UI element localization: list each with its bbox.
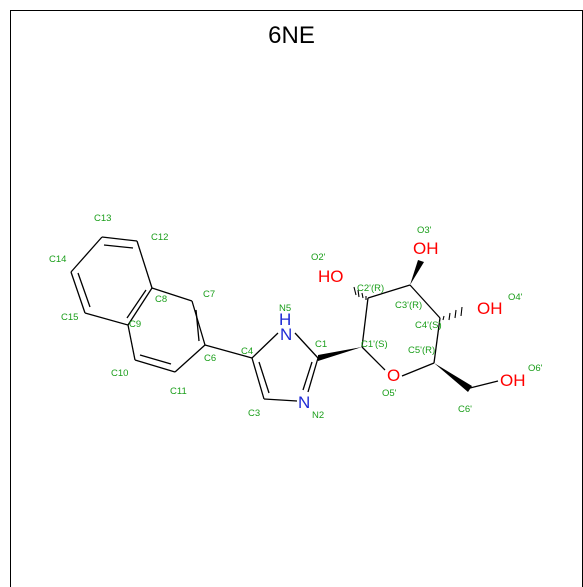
bond — [191, 300, 206, 346]
structure-frame — [10, 10, 583, 587]
ligand-title: 6NE — [268, 22, 315, 49]
label-n5: N5 — [279, 303, 291, 314]
bond — [307, 357, 319, 393]
label-c4p: C4'(S) — [415, 320, 442, 331]
bond — [251, 357, 265, 400]
bond — [84, 312, 129, 326]
bond — [101, 236, 138, 242]
bond — [361, 346, 386, 371]
bond — [127, 324, 136, 361]
label-c6: C6 — [204, 353, 216, 364]
bond — [401, 362, 435, 377]
atom-oh-c4: OH — [477, 299, 503, 318]
label-c14: C14 — [49, 254, 66, 265]
label-o6p: O6' — [528, 363, 543, 374]
bond — [77, 272, 91, 308]
atom-n5: N — [280, 325, 292, 344]
atom-oh-c6: OH — [500, 371, 526, 390]
atom-o-ring: O — [387, 366, 400, 385]
bond — [134, 359, 176, 373]
atom-h-n5: H — [279, 310, 291, 329]
bond — [294, 332, 319, 359]
label-c12: C12 — [151, 232, 168, 243]
label-c4: C4 — [241, 346, 253, 357]
bond — [127, 287, 153, 326]
bond — [195, 309, 200, 342]
wedge-bond — [434, 363, 472, 392]
bond — [469, 380, 499, 389]
stereo-bonds — [318, 260, 472, 392]
bond — [367, 284, 411, 299]
bond — [126, 289, 147, 319]
bond — [409, 284, 441, 319]
label-o5p: O5' — [382, 388, 397, 399]
label-c1p: C1'(S) — [361, 339, 388, 350]
bond — [258, 361, 270, 394]
bond — [263, 398, 298, 402]
label-o2p: O2' — [311, 252, 326, 263]
label-c9: C9 — [129, 319, 141, 330]
bond — [70, 271, 86, 314]
label-c3: C3 — [248, 408, 260, 419]
heteroatoms: HO OH OH OH O H N N — [279, 239, 526, 412]
bond — [70, 236, 103, 273]
atom-oh-c3: OH — [413, 239, 439, 258]
label-c15: C15 — [61, 312, 78, 323]
bonds — [70, 236, 499, 402]
bond — [174, 344, 206, 373]
label-c1: C1 — [315, 339, 327, 350]
atom-ho-c2: HO — [318, 267, 344, 286]
bond — [433, 317, 441, 364]
label-c8: C8 — [155, 294, 167, 305]
bond — [302, 361, 313, 391]
bond — [151, 287, 193, 302]
label-c6p: C6' — [458, 404, 472, 415]
label-c5p: C5'(R) — [408, 345, 435, 356]
label-o4p: O4' — [508, 292, 523, 303]
label-c10: C10 — [111, 368, 128, 379]
label-n2: N2 — [312, 410, 324, 421]
hashed-bond — [353, 286, 367, 300]
label-o3p: O3' — [417, 225, 432, 236]
atom-labels: C13 C12 C14 C8 C7 C15 C9 C6 C10 C11 N5 C… — [49, 213, 543, 421]
label-c13: C13 — [94, 213, 111, 224]
label-c2p: C2'(R) — [357, 283, 384, 294]
bond — [139, 354, 172, 365]
label-c11: C11 — [170, 386, 187, 397]
bond — [251, 332, 279, 359]
bond — [136, 240, 153, 289]
bond — [361, 297, 369, 348]
wedge-bond — [318, 347, 362, 361]
hashed-bond — [442, 306, 463, 321]
bond — [103, 244, 134, 249]
label-c3p: C3'(R) — [395, 300, 422, 311]
atom-n2: N — [298, 393, 310, 412]
label-c7: C7 — [203, 289, 215, 300]
bond — [204, 344, 253, 359]
wedge-bond — [410, 260, 424, 285]
